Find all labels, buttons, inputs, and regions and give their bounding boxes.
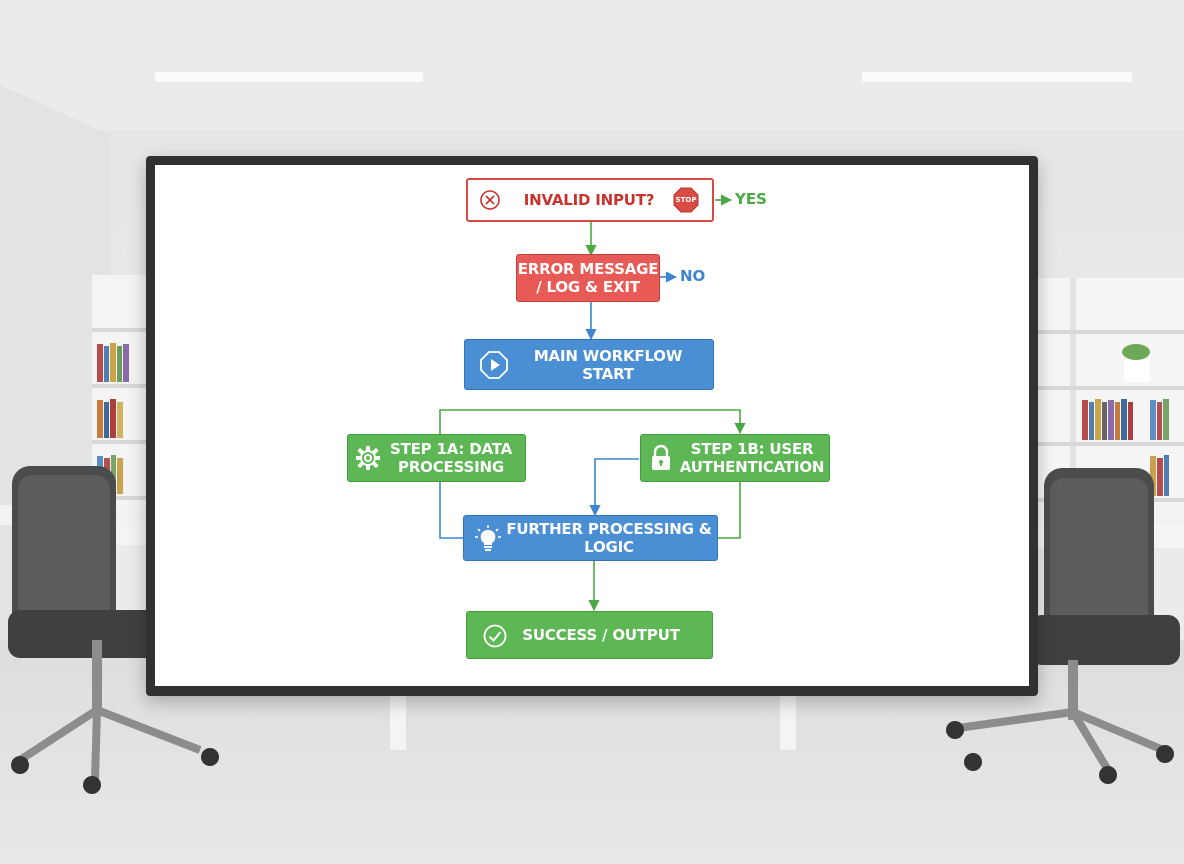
node-step-1b[interactable]: STEP 1B: USER AUTHENTICATION bbox=[640, 434, 830, 482]
wall-display: INVALID INPUT? STOP YES ERROR MESSAGE / … bbox=[146, 156, 1038, 696]
node-step-1b-line2: AUTHENTICATION bbox=[679, 458, 825, 476]
node-main-workflow-label: MAIN WORKFLOW START bbox=[533, 346, 683, 383]
line-step1b-to-further bbox=[717, 481, 741, 539]
node-step-1a[interactable]: STEP 1A: DATA PROCESSING bbox=[347, 434, 526, 482]
node-error-message[interactable]: ERROR MESSAGE / LOG & EXIT bbox=[516, 254, 660, 302]
node-step-1a-line1: STEP 1A: DATA bbox=[389, 440, 512, 458]
node-step-1b-text: STEP 1B: USER AUTHENTICATION bbox=[679, 435, 825, 481]
node-further-processing-label: FURTHER PROCESSING & LOGIC bbox=[506, 520, 712, 556]
flowchart-canvas: INVALID INPUT? STOP YES ERROR MESSAGE / … bbox=[155, 165, 1029, 686]
branch-split-line bbox=[439, 409, 746, 435]
gear-icon bbox=[355, 445, 381, 471]
node-step-1a-line2: PROCESSING bbox=[398, 458, 504, 476]
node-main-workflow-start[interactable]: MAIN WORKFLOW START bbox=[464, 339, 714, 390]
node-step-1a-text: STEP 1A: DATA PROCESSING bbox=[386, 435, 516, 481]
node-error-message-text: ERROR MESSAGE / LOG & EXIT bbox=[517, 255, 659, 301]
check-circle-icon bbox=[482, 623, 508, 649]
node-step-1b-line1: STEP 1B: USER bbox=[690, 440, 814, 458]
ceiling-light-right bbox=[862, 72, 1132, 82]
ceiling-light-left bbox=[155, 72, 423, 82]
node-invalid-input-label: INVALID INPUT? bbox=[523, 191, 655, 209]
lightbulb-icon bbox=[474, 524, 502, 554]
ceiling bbox=[0, 0, 1184, 130]
node-success-output[interactable]: SUCCESS / OUTPUT bbox=[466, 611, 713, 659]
line-step1a-to-further bbox=[439, 481, 463, 539]
stop-sign-icon: STOP bbox=[673, 187, 699, 213]
node-error-message-line1: ERROR MESSAGE bbox=[517, 260, 659, 278]
node-invalid-input[interactable]: INVALID INPUT? STOP bbox=[466, 178, 714, 222]
office-chair-left bbox=[8, 466, 219, 794]
node-success-output-label: SUCCESS / OUTPUT bbox=[522, 626, 680, 644]
branch-label-no: NO bbox=[680, 267, 706, 285]
arrow-step1b-to-further bbox=[589, 458, 639, 517]
branch-label-yes: YES bbox=[735, 190, 767, 208]
office-chair-right bbox=[946, 468, 1180, 784]
node-error-message-line2: / LOG & EXIT bbox=[536, 278, 640, 296]
lock-icon bbox=[650, 444, 672, 472]
play-icon bbox=[480, 351, 508, 379]
node-further-processing[interactable]: FURTHER PROCESSING & LOGIC bbox=[463, 515, 718, 561]
connector-lines bbox=[439, 194, 746, 612]
x-circle-icon bbox=[479, 189, 501, 211]
stop-sign-badge-text: STOP bbox=[675, 196, 697, 204]
